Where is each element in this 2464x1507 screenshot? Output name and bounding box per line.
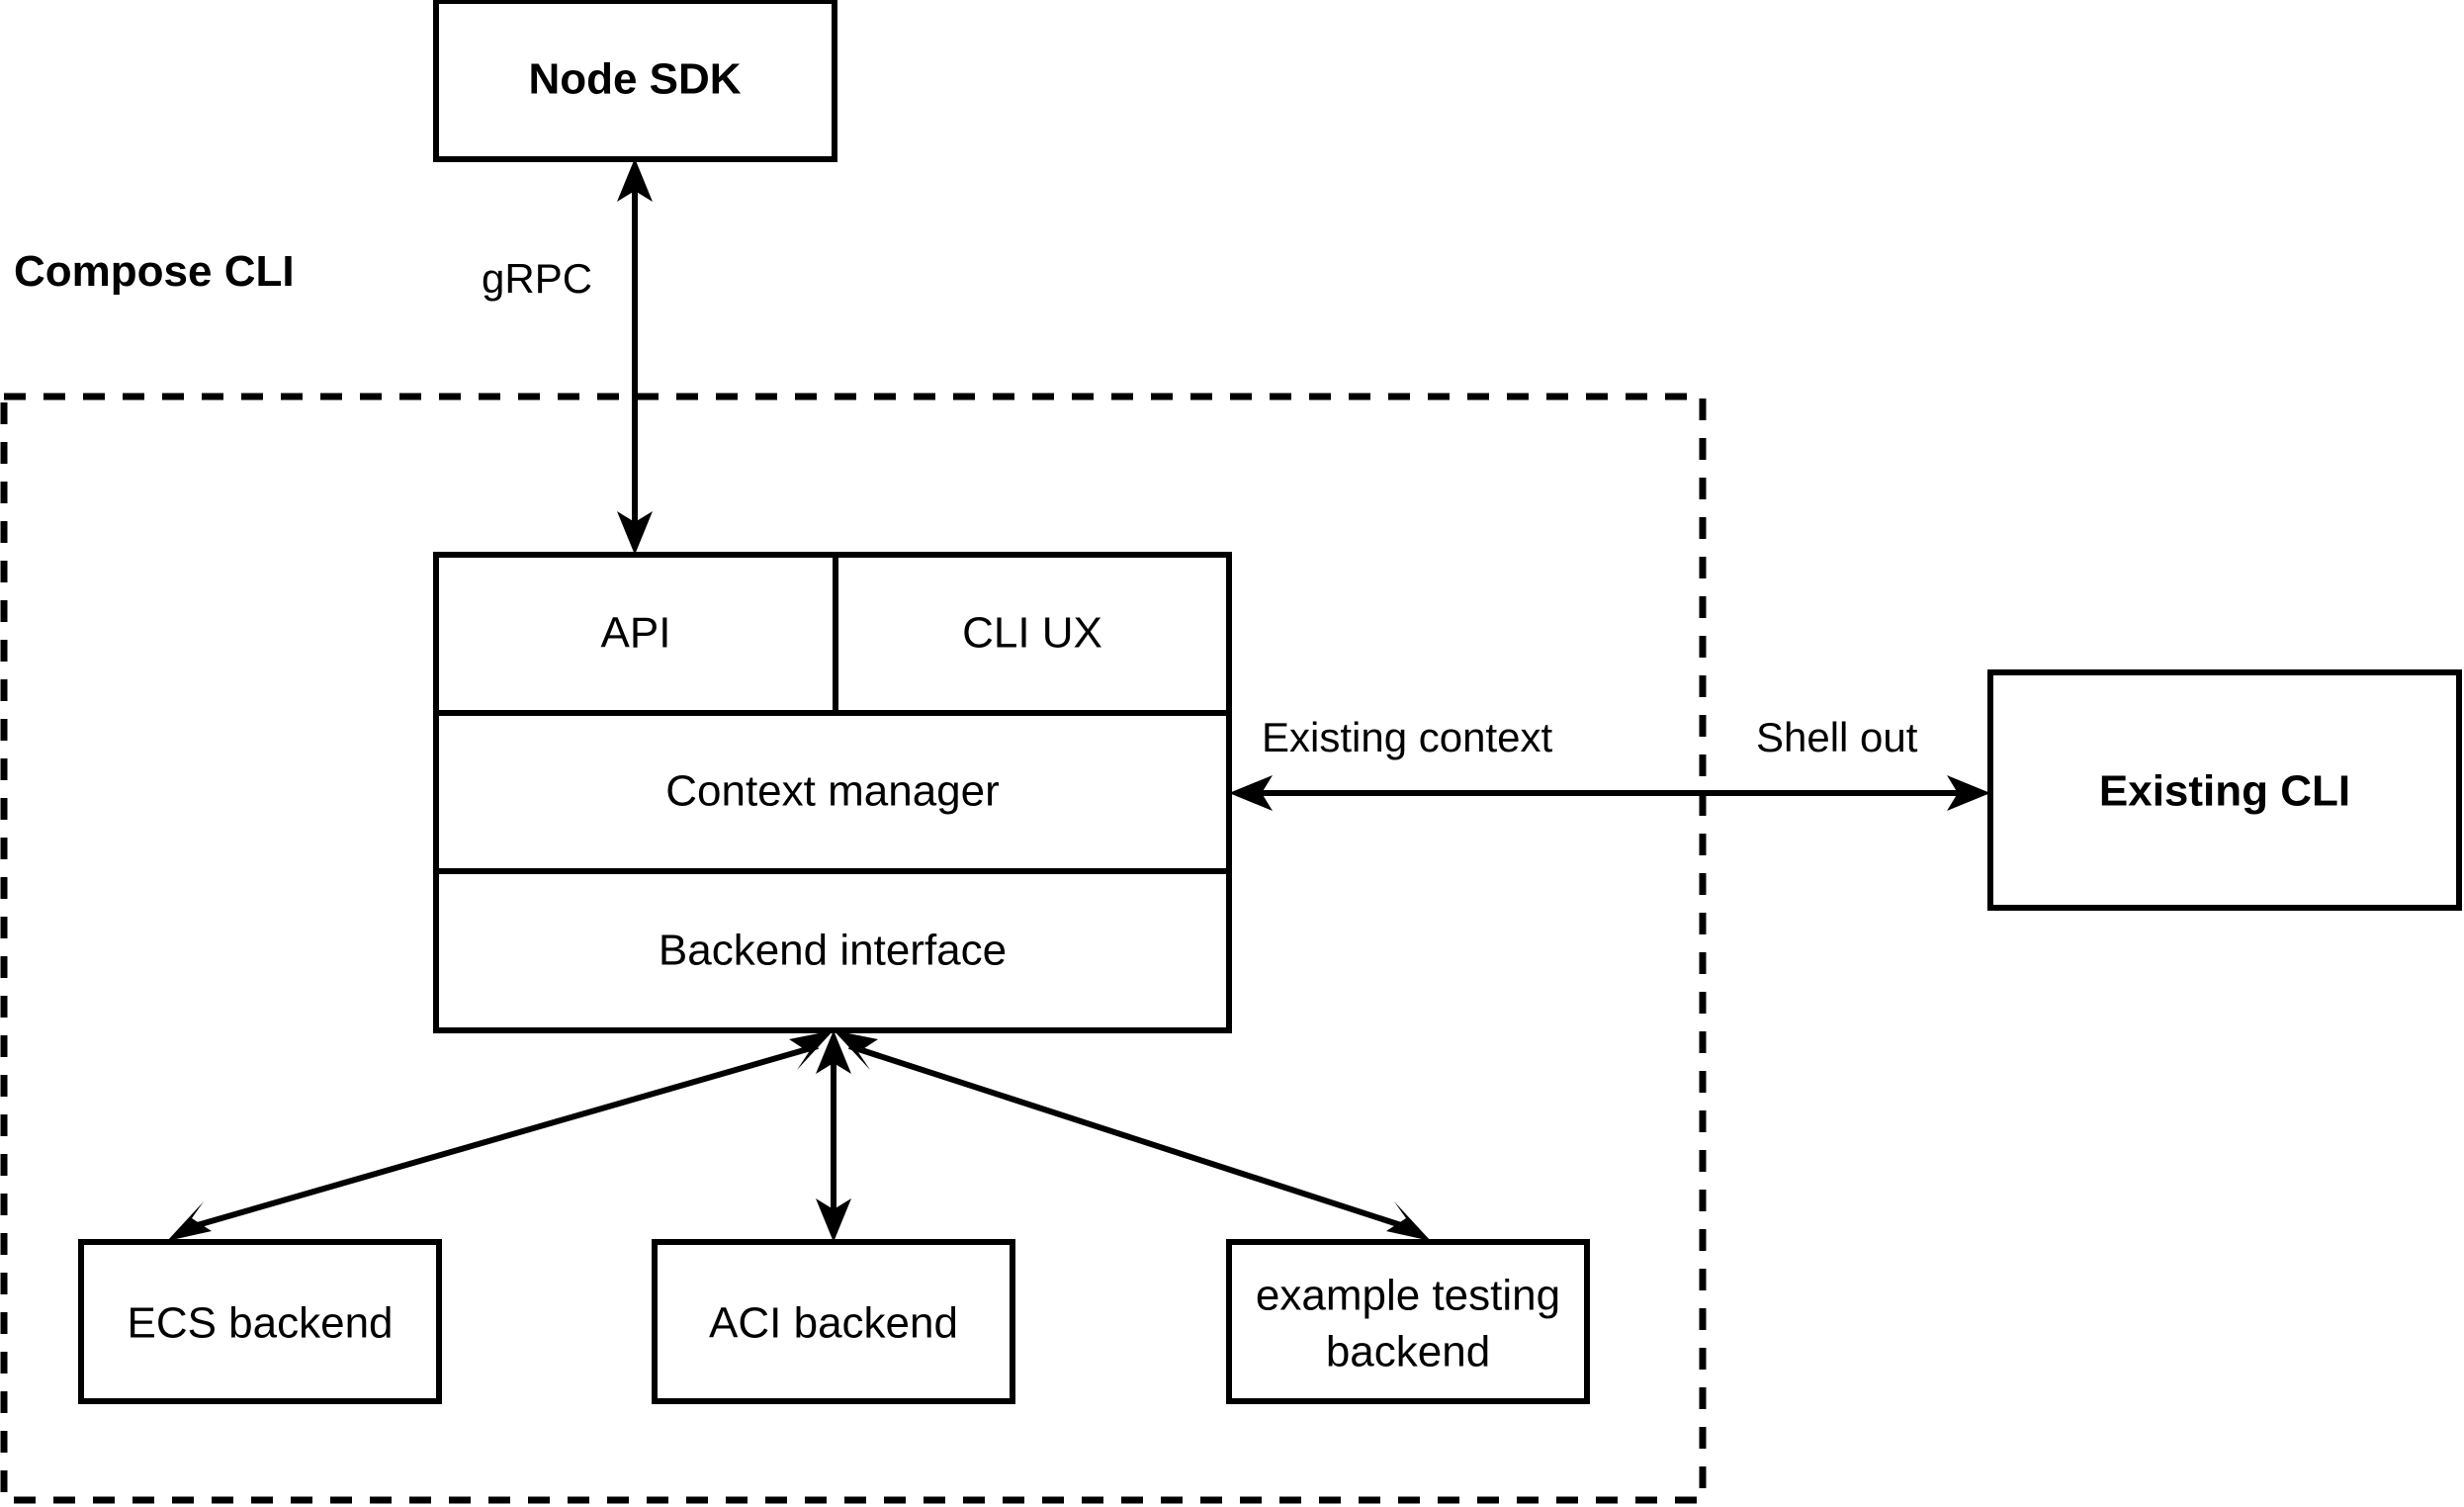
shell-out-arrowhead-right-icon [1947, 775, 1990, 811]
example-testing-backend-box[interactable] [1226, 1239, 1590, 1404]
existing-cli-label: Existing CLI [2098, 766, 2351, 816]
grpc-edge-label: gRPC [482, 255, 593, 302]
example-testing-connector-arrowhead-down-icon [1386, 1201, 1431, 1241]
ecs-backend-box[interactable] [78, 1239, 442, 1404]
compose-cli-group-boundary [0, 393, 1707, 1504]
existing-context-edge-label: Existing context [1262, 714, 1553, 760]
ecs-backend-connector-line [193, 1043, 819, 1229]
api-label: API [600, 608, 671, 658]
node-sdk-label: Node SDK [528, 54, 742, 104]
example-testing-backend-label-line1: example testing [1255, 1271, 1561, 1320]
aci-connector-arrowhead-down-icon [816, 1198, 851, 1242]
example-testing-backend-connector-line [848, 1043, 1405, 1229]
grpc-arrowhead-down-icon [617, 511, 653, 555]
grpc-arrowhead-up-icon [617, 158, 653, 202]
compose-cli-group-label: Compose CLI [14, 247, 295, 296]
context-manager-label: Context manager [665, 766, 1000, 816]
existing-context-arrowhead-left-icon [1229, 775, 1273, 811]
example-testing-connector-arrowhead-up-icon [834, 1030, 878, 1070]
shell-out-edge-label: Shell out [1756, 714, 1918, 760]
ecs-connector-arrowhead-up-icon [789, 1030, 834, 1070]
aci-backend-label: ACI backend [709, 1298, 958, 1348]
node-sdk-box[interactable] [433, 0, 837, 162]
backend-interface-label: Backend interface [658, 926, 1008, 975]
cli-ux-label: CLI UX [962, 608, 1102, 658]
ecs-backend-label: ECS backend [127, 1298, 394, 1348]
aci-connector-arrowhead-up-icon [816, 1030, 851, 1074]
ecs-connector-arrowhead-down-icon [167, 1201, 212, 1241]
existing-cli-box[interactable] [1987, 669, 2462, 911]
example-testing-backend-label-line2: backend [1325, 1327, 1491, 1376]
